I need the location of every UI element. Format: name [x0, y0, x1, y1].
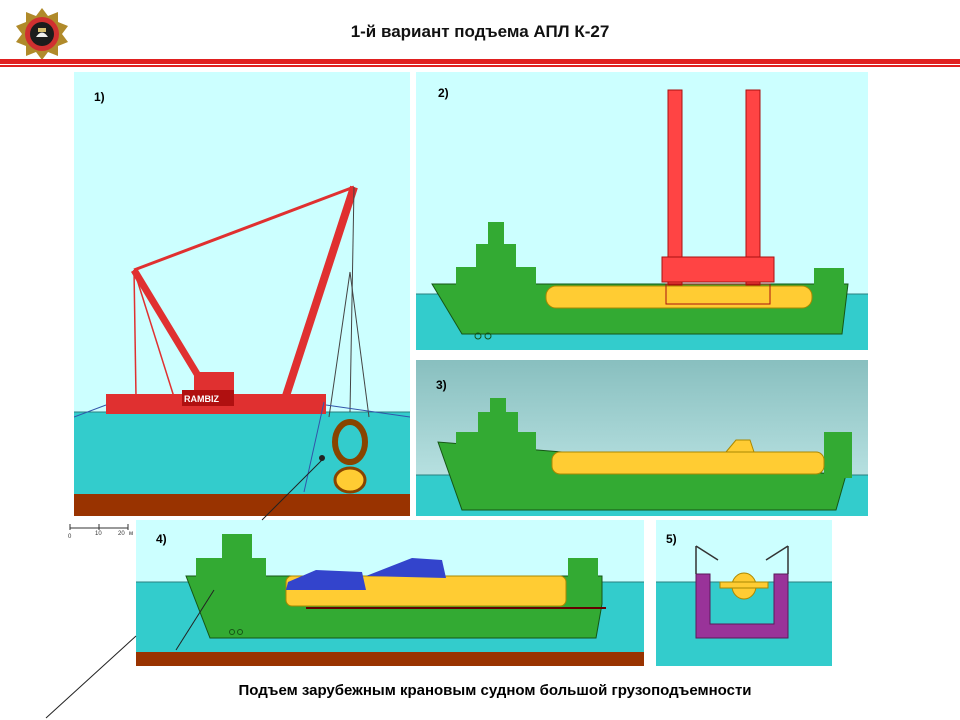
header-divider-thin: [0, 65, 960, 67]
panel-5-label: 5): [666, 532, 677, 546]
page-title: 1-й вариант подъема АПЛ К-27: [350, 22, 610, 41]
panel-3: 3): [416, 360, 868, 516]
scale-bar: 0 10 20 м: [68, 520, 140, 544]
scale-unit: м: [129, 531, 134, 537]
panel-5: 5): [656, 520, 832, 666]
emblem-icon: [14, 6, 70, 62]
panel-4-illustration: [136, 534, 644, 666]
panel-3-label: 3): [436, 378, 447, 392]
scale-label-10: 10: [95, 531, 102, 537]
panel-3-illustration: [416, 398, 868, 516]
panel-2-illustration: [416, 89, 868, 350]
panel-1-label: 1): [94, 90, 105, 104]
panel-2-label: 2): [438, 86, 449, 100]
panel-2: 2): [416, 72, 868, 350]
scale-label-0: 0: [68, 534, 72, 540]
panel-1-illustration: RAMBIZ: [74, 185, 410, 516]
panel-4-label: 4): [156, 532, 167, 546]
figure-caption: Подъем зарубежным крановым судном большо…: [238, 682, 752, 699]
panel-4: 4): [136, 520, 644, 666]
barge-name: RAMBIZ: [184, 394, 219, 404]
panel-5-illustration: [656, 545, 832, 666]
header-divider: [0, 59, 960, 64]
scale-label-20: 20: [118, 531, 125, 537]
panel-1: RAMBIZ 1): [74, 72, 410, 516]
